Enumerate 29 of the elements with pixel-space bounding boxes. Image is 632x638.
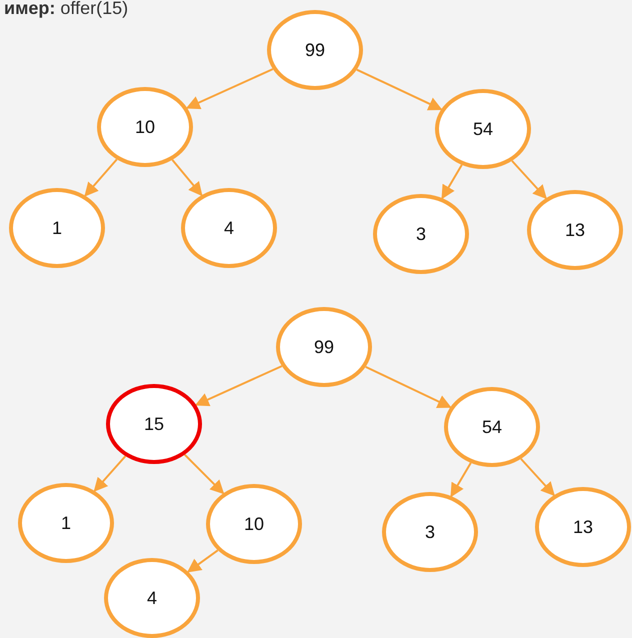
- arrow: [520, 458, 555, 496]
- node-value: 10: [134, 116, 156, 138]
- node-value: 4: [146, 588, 157, 608]
- node-value: 4: [224, 218, 234, 238]
- arrow: [186, 68, 274, 110]
- arrow: [356, 68, 442, 110]
- node-value: 13: [572, 516, 594, 538]
- arrow: [172, 159, 203, 196]
- node-value: 99: [304, 40, 326, 60]
- arrow: [187, 549, 218, 573]
- node-value: 54: [472, 118, 494, 140]
- node-value: 3: [416, 224, 426, 244]
- arrow: [441, 164, 463, 200]
- arrow: [194, 365, 282, 406]
- arrow: [511, 160, 547, 200]
- arrow: [84, 158, 118, 197]
- node-value: 1: [52, 218, 62, 238]
- node-value: 13: [564, 220, 586, 240]
- node-value: 1: [60, 512, 71, 534]
- arrow: [94, 455, 126, 492]
- node-value: 54: [482, 416, 502, 438]
- node-value: 10: [244, 514, 264, 534]
- arrow: [184, 454, 224, 494]
- node-value: 15: [144, 414, 164, 434]
- node-value: 3: [424, 522, 435, 542]
- arrow: [450, 462, 472, 498]
- arrow: [365, 366, 452, 408]
- title: имер: offer(15): [4, 0, 128, 19]
- node-value: 99: [314, 336, 334, 358]
